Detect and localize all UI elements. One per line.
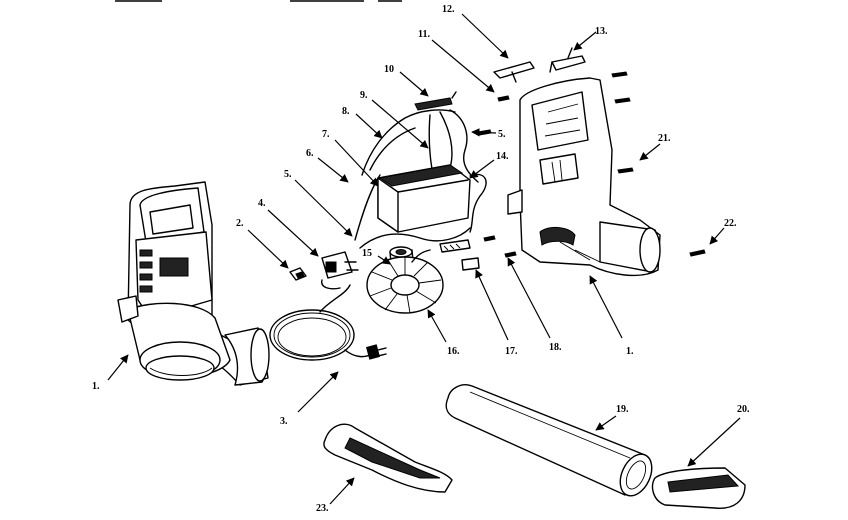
latch-part-12 <box>493 61 535 83</box>
power-cord-part-3 <box>269 284 387 361</box>
callout-16: 16. <box>447 346 460 357</box>
callout-13: 13. <box>595 26 608 37</box>
callout-1-left: 1. <box>92 381 100 392</box>
callout-6: 6. <box>306 148 314 159</box>
wire-harness-part-14 <box>469 173 487 233</box>
callout-5-lower: 5. <box>284 169 292 180</box>
clip-part-13 <box>549 47 586 73</box>
callout-4: 4. <box>258 198 266 209</box>
callout-5-upper: 5. <box>498 129 506 140</box>
callout-19: 19. <box>616 404 629 415</box>
callout-23: 23. <box>316 503 329 514</box>
callout-8: 8. <box>342 106 350 117</box>
callout-15: 15 <box>362 248 372 259</box>
curved-nozzle-part-23 <box>323 423 453 493</box>
callout-22: 22. <box>724 218 737 229</box>
right-housing-half <box>507 77 661 277</box>
bracket-part-10 <box>414 91 457 111</box>
callout-18: 18. <box>549 342 562 353</box>
callout-20: 20. <box>737 404 750 415</box>
callout-21: 21. <box>658 133 671 144</box>
screws <box>477 71 706 258</box>
callout-17: 17. <box>505 346 518 357</box>
callout-labels: 1. 1. 2. 3. 4. 5. 5. 6. 7. 8. 9. 10 11. … <box>92 4 750 514</box>
impeller-fan-part-16 <box>366 256 444 314</box>
callout-9: 9. <box>360 90 368 101</box>
small-clip-part-2 <box>289 267 307 281</box>
motor-box-part-7 <box>377 164 471 233</box>
callout-2: 2. <box>236 218 244 229</box>
callout-10: 10 <box>384 64 394 75</box>
connector-part-17 <box>411 239 480 271</box>
callout-3: 3. <box>280 416 288 427</box>
callout-1-right: 1. <box>626 346 634 357</box>
switch-part-4 <box>321 251 359 290</box>
nozzle-part-20 <box>651 467 746 509</box>
left-housing-half <box>117 181 270 386</box>
callout-7: 7. <box>322 129 330 140</box>
callout-14: 14. <box>496 151 509 162</box>
callout-leaders <box>107 13 741 505</box>
callout-11: 11. <box>418 29 430 40</box>
blower-tube-part-19 <box>445 384 653 497</box>
callout-12: 12. <box>442 4 455 15</box>
